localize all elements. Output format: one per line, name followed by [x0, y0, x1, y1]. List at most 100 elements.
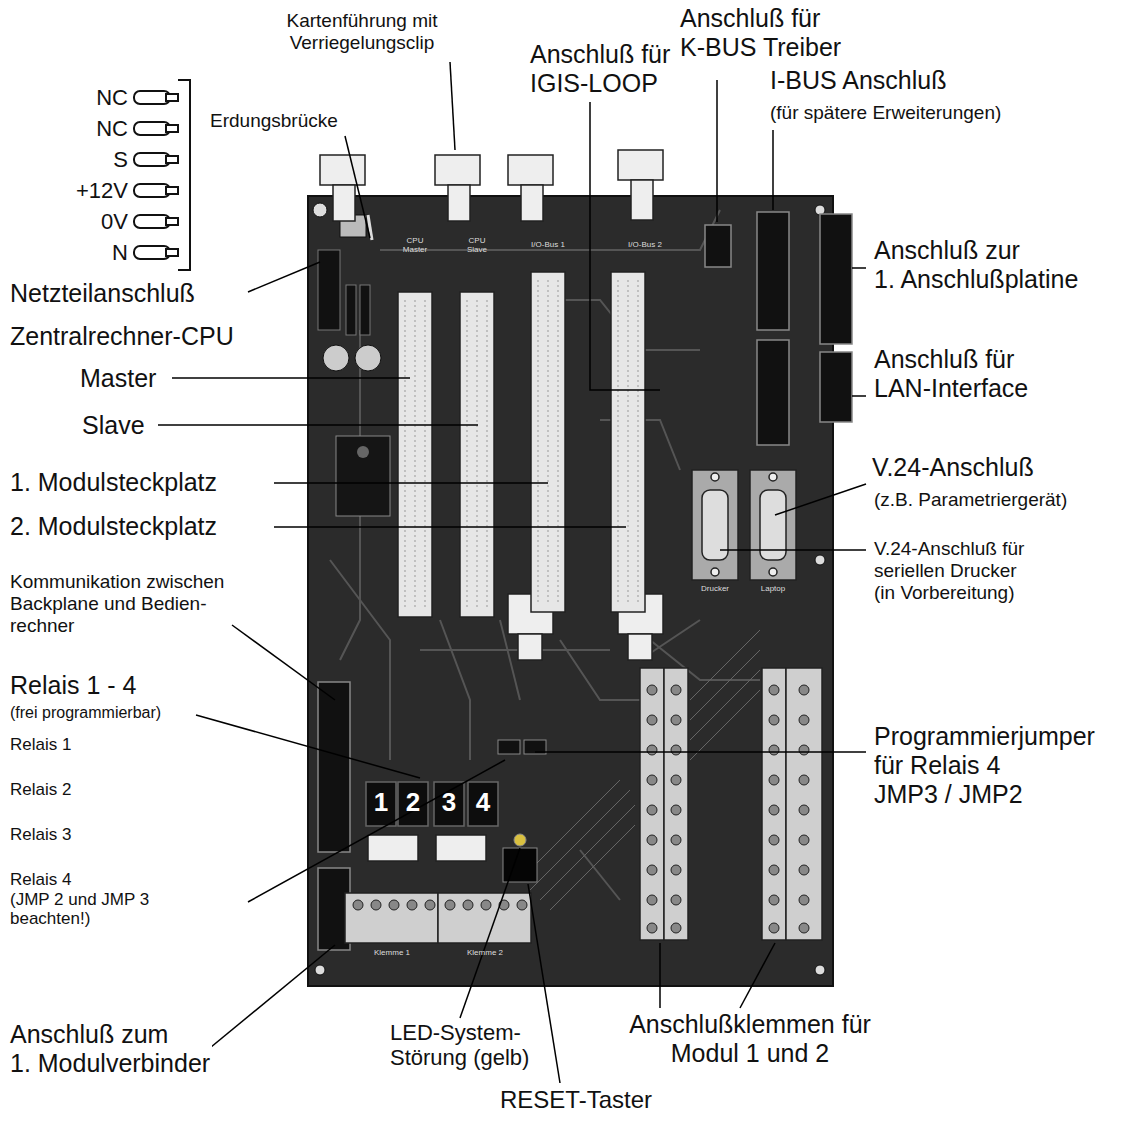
card-guides-part — [518, 634, 542, 660]
slot-pins-part — [477, 300, 478, 610]
leader-lines-part — [852, 267, 866, 269]
power-connector-part — [166, 187, 178, 194]
leader-lines-part — [158, 424, 478, 426]
part-label: Kartenführung mit Verriegelungsclip — [284, 10, 439, 54]
part-label: Kommunikation zwischen Backplane und Bed… — [8, 571, 226, 637]
slot-pins-part — [638, 280, 639, 605]
silkscreen-text: Drucker — [699, 584, 731, 593]
leader-lines-part — [248, 262, 320, 292]
pin-name: S — [111, 147, 130, 172]
power-connector-part — [134, 153, 170, 166]
leader-lines-part — [274, 482, 548, 484]
terminal-screws-part — [769, 895, 779, 905]
part-label: Programmierjumper für Relais 4 JMP3 / JM… — [872, 722, 1097, 808]
circuit-board-part-part — [440, 620, 470, 760]
circuit-board-part-part — [815, 965, 825, 975]
slot-pins-part — [415, 300, 416, 610]
jumpers-led-reset-part — [498, 740, 520, 754]
circuit-board-part — [313, 203, 825, 975]
terminal-screws-part — [407, 900, 417, 910]
circuit-board-part-part — [315, 965, 325, 975]
terminal-blocks-part — [640, 668, 664, 940]
label-line: Relais 4 — [10, 870, 149, 890]
card-guides — [320, 150, 663, 861]
terminal-screws-part — [671, 835, 681, 845]
card-guides-part — [435, 155, 480, 185]
slot-pins-part — [538, 280, 539, 605]
pin-name: +12V — [74, 178, 130, 203]
terminal-screws-part — [425, 900, 435, 910]
terminal-screws-part — [671, 745, 681, 755]
circuit-board — [308, 196, 833, 986]
part-label: Anschlußklemmen für Modul 1 und 2 — [627, 1010, 873, 1068]
terminal-screws-part — [647, 745, 657, 755]
jumpers-led-reset — [498, 740, 546, 882]
leader-lines-part — [528, 884, 560, 1083]
label-line: Programmierjumper — [874, 722, 1095, 751]
circuit-board-part-part — [550, 825, 635, 910]
label-line: 1. Anschlußplatine — [874, 265, 1078, 294]
card-guides-part — [320, 155, 365, 185]
label-line: Slave — [467, 245, 487, 254]
part-label: RESET-Taster — [498, 1086, 654, 1114]
relay-number: 1 — [372, 788, 390, 818]
dsub-connectors-part — [711, 568, 719, 576]
terminal-blocks-part — [345, 893, 438, 943]
terminal-screws-part — [799, 685, 809, 695]
dsub-connectors — [692, 470, 796, 580]
terminal-screws-part — [671, 895, 681, 905]
terminal-screws-part — [799, 895, 809, 905]
pin-name: NC — [94, 116, 130, 141]
terminal-screws-part — [647, 835, 657, 845]
part-label: Zentralrechner-CPU — [8, 322, 236, 351]
ribbon-headers-part — [757, 340, 789, 445]
dsub-connectors-part — [692, 470, 738, 580]
label-line: LAN-Interface — [874, 374, 1028, 403]
slot-connectors — [398, 272, 645, 617]
label-line: Anschluß für — [530, 40, 670, 69]
terminal-screws-part — [769, 835, 779, 845]
terminal-screws-part — [799, 923, 809, 933]
card-guides-part — [631, 180, 653, 220]
terminal-screws-part — [769, 685, 779, 695]
pin-name: 0V — [99, 209, 130, 234]
circuit-board-part-part — [690, 690, 760, 760]
terminal-screws-part — [671, 805, 681, 815]
silkscreen-text: Klemme 1 — [372, 948, 412, 957]
power-connector-part — [134, 246, 170, 259]
pin-name: N — [110, 240, 130, 265]
label-line: Verriegelungsclip — [286, 32, 437, 54]
part-label: Anschluß zur 1. Anschlußplatine — [872, 236, 1080, 294]
circuit-board-part-part — [580, 850, 620, 900]
silkscreen-text: Laptop — [759, 584, 787, 593]
label-line: beachten!) — [10, 909, 149, 929]
card-guides-part — [333, 185, 355, 221]
silkscreen-text: Klemme 2 — [465, 948, 505, 957]
terminal-screws-part — [769, 865, 779, 875]
label-line: Anschluß zum — [10, 1020, 210, 1049]
label-line: für Relais 4 — [874, 751, 1095, 780]
terminal-screws-part — [389, 900, 399, 910]
terminal-screws-part — [769, 805, 779, 815]
silkscreen-text: CPU Master — [401, 236, 429, 254]
part-label: Relais 1 — [8, 735, 73, 755]
slot-connectors-part — [611, 272, 645, 612]
slot-pins-part — [628, 280, 629, 605]
power-parts-part — [360, 285, 370, 335]
terminal-screws-part — [647, 715, 657, 725]
terminal-screws-part — [799, 865, 809, 875]
terminal-screws-part — [671, 715, 681, 725]
power-parts-part — [336, 436, 390, 516]
circuit-board-part-part — [690, 630, 760, 700]
slot-connectors-part — [531, 272, 565, 612]
silkscreen-text: I/O-Bus 2 — [626, 240, 664, 249]
label-line: CPU — [467, 236, 487, 245]
pin-name: NC — [94, 85, 130, 110]
leader-lines-part — [274, 526, 626, 528]
part-label: Anschluß für LAN-Interface — [872, 345, 1030, 403]
label-line: Kommunikation zwischen — [10, 571, 224, 593]
terminal-screws-part — [647, 865, 657, 875]
terminal-screws-part — [769, 923, 779, 933]
terminal-blocks-part — [786, 668, 822, 940]
